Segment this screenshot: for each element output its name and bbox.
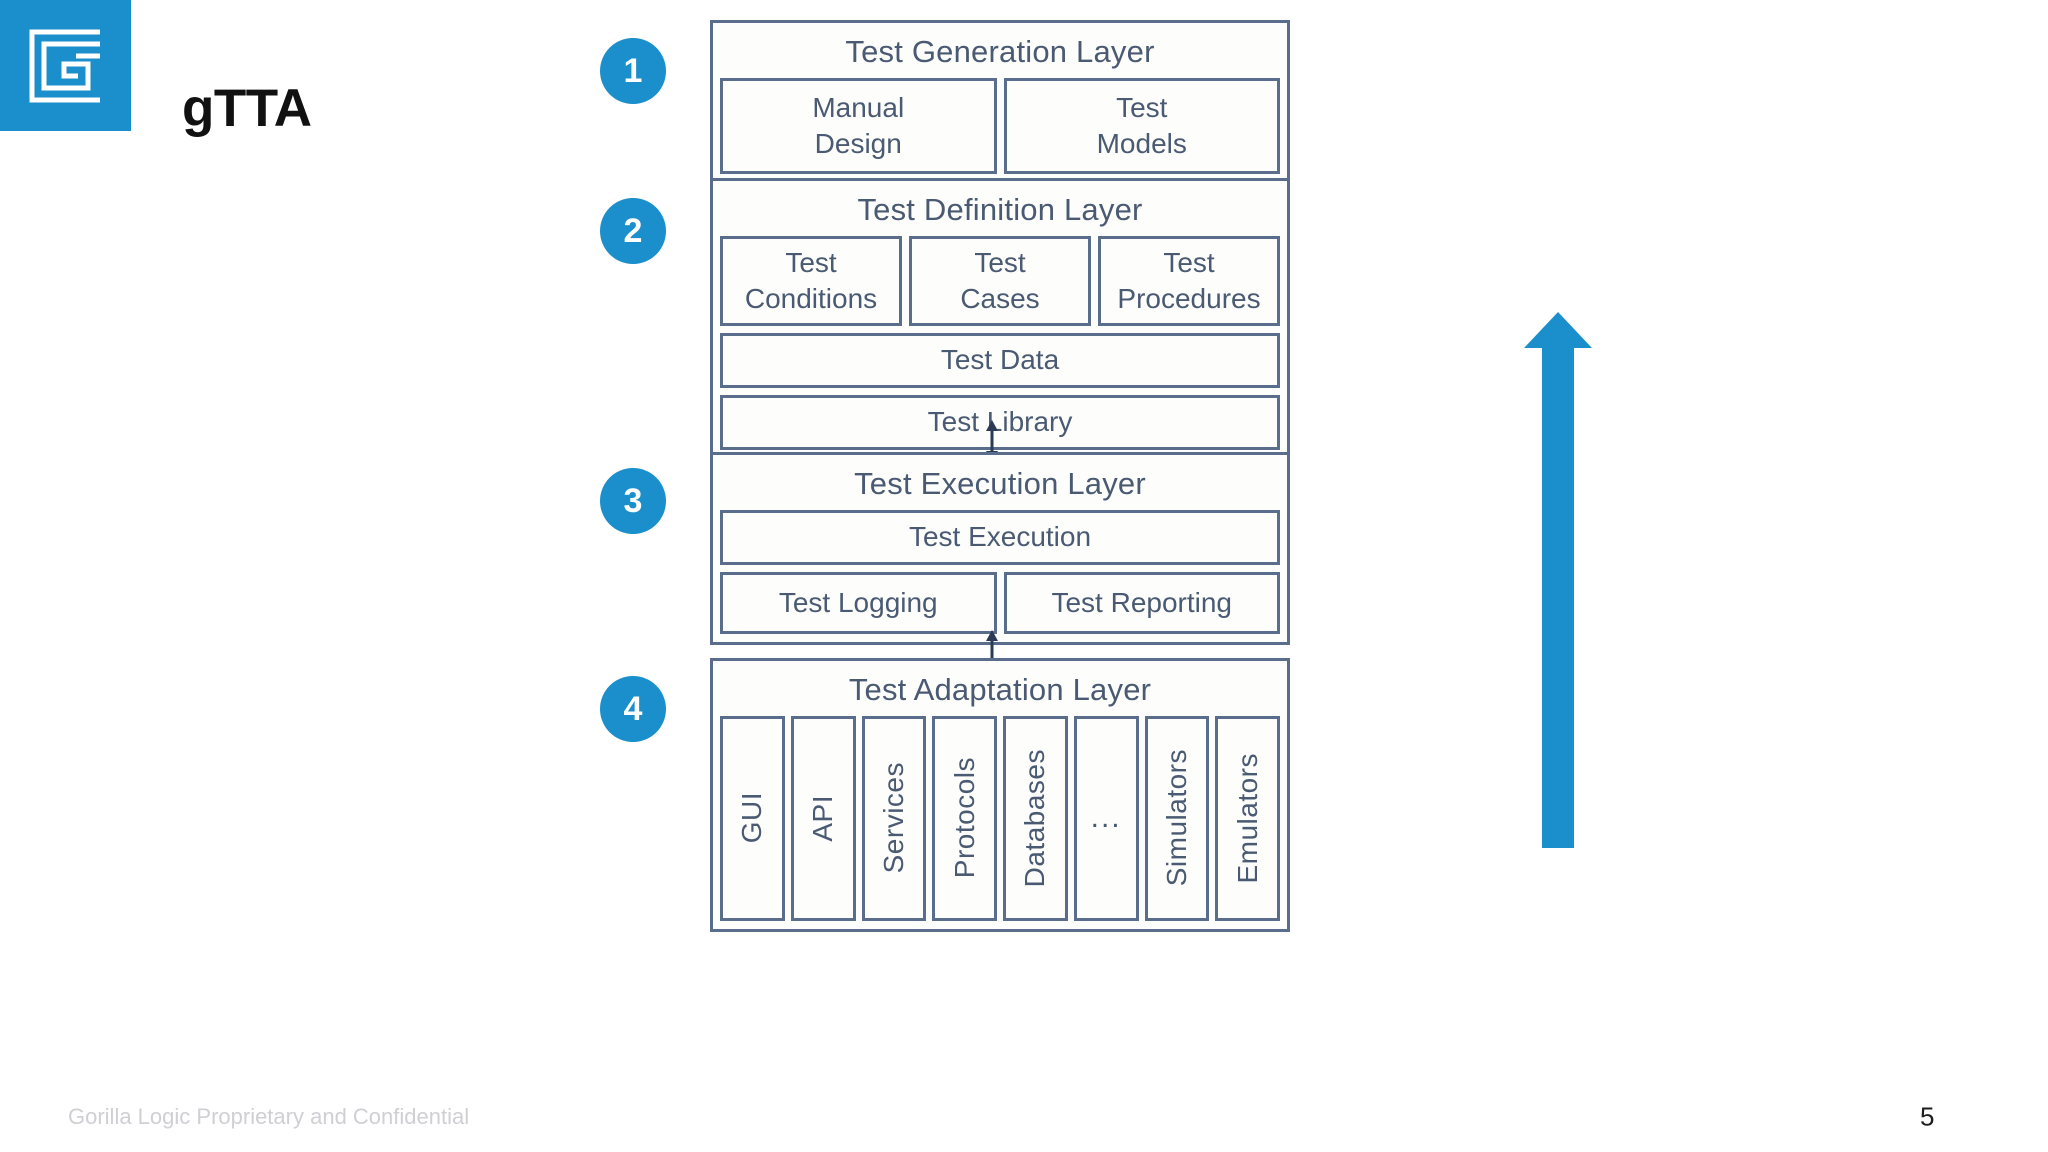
brand-logo-tile: [0, 0, 131, 131]
layer-test-generation[interactable]: Test Generation Layer Manual Design Test…: [710, 20, 1290, 185]
adapt-col-emulators[interactable]: Emulators: [1215, 715, 1280, 921]
adapt-col-label: Simulators: [1160, 749, 1192, 887]
layer-title-test-generation: Test Generation Layer: [845, 34, 1155, 69]
adapt-col-label: API: [807, 794, 839, 842]
layer-test-definition[interactable]: Test Definition Layer Test Conditions Te…: [710, 178, 1290, 461]
layer-row: Test Conditions Test Cases Test Procedur…: [720, 235, 1280, 326]
layer-title-test-definition: Test Definition Layer: [857, 192, 1143, 227]
step-badge-2: 2: [600, 198, 666, 264]
page-title: gTTA: [182, 79, 312, 138]
adapt-col-gui[interactable]: GUI: [720, 715, 785, 921]
adapt-col-label: Databases: [1019, 748, 1051, 888]
step-badge-3: 3: [600, 468, 666, 534]
cell-test-reporting[interactable]: Test Reporting: [1003, 571, 1280, 634]
layer-title-test-execution: Test Execution Layer: [854, 466, 1146, 501]
cell-test-data[interactable]: Test Data: [720, 332, 1280, 388]
cell-test-conditions[interactable]: Test Conditions: [720, 235, 902, 326]
adapt-col-simulators[interactable]: Simulators: [1144, 715, 1210, 921]
layer-row: Test Library: [720, 394, 1280, 450]
layer-row: Test Logging Test Reporting: [720, 571, 1280, 634]
layer-row: Test Data: [720, 332, 1280, 388]
cell-test-logging[interactable]: Test Logging: [720, 571, 997, 634]
upward-arrow-icon: [1524, 312, 1592, 848]
layer-test-adaptation[interactable]: Test Adaptation Layer GUI API Services P…: [710, 658, 1290, 932]
gorilla-logic-spiral-logo-icon: [29, 29, 100, 103]
cell-test-execution[interactable]: Test Execution: [720, 509, 1280, 565]
adaptation-columns: GUI API Services Protocols Databases ...…: [720, 715, 1280, 921]
step-badge-4: 4: [600, 676, 666, 742]
page-number: 5: [1920, 1101, 1935, 1132]
adapt-col-label: GUI: [736, 792, 768, 844]
adapt-col-label: Protocols: [948, 757, 980, 879]
adapt-col-services[interactable]: Services: [861, 715, 927, 921]
cell-test-procedures[interactable]: Test Procedures: [1098, 235, 1280, 326]
cell-test-models[interactable]: Test Models: [1003, 77, 1280, 174]
adapt-col-ellipsis[interactable]: ...: [1073, 715, 1139, 921]
adapt-col-label: Services: [877, 762, 909, 874]
cell-manual-design[interactable]: Manual Design: [720, 77, 997, 174]
step-badge-1: 1: [600, 38, 666, 104]
cell-test-cases[interactable]: Test Cases: [909, 235, 1091, 326]
growth-arrow: [1522, 312, 1594, 848]
cell-test-library[interactable]: Test Library: [720, 394, 1280, 450]
confidentiality-note: Gorilla Logic Proprietary and Confidenti…: [68, 1104, 470, 1129]
adapt-col-protocols[interactable]: Protocols: [932, 715, 997, 921]
layer-test-execution[interactable]: Test Execution Layer Test Execution Test…: [710, 452, 1290, 645]
adapt-col-api[interactable]: API: [790, 715, 856, 921]
layer-row: Manual Design Test Models: [720, 77, 1280, 174]
gtta-layer-diagram: 1 Test Generation Layer Manual Design Te…: [600, 20, 1290, 1150]
adapt-col-label: ...: [1090, 801, 1122, 835]
adapt-col-label: Emulators: [1231, 752, 1263, 884]
adapt-col-databases[interactable]: Databases: [1003, 715, 1068, 921]
layer-title-test-adaptation: Test Adaptation Layer: [848, 672, 1152, 707]
layer-row: Test Execution: [720, 509, 1280, 565]
